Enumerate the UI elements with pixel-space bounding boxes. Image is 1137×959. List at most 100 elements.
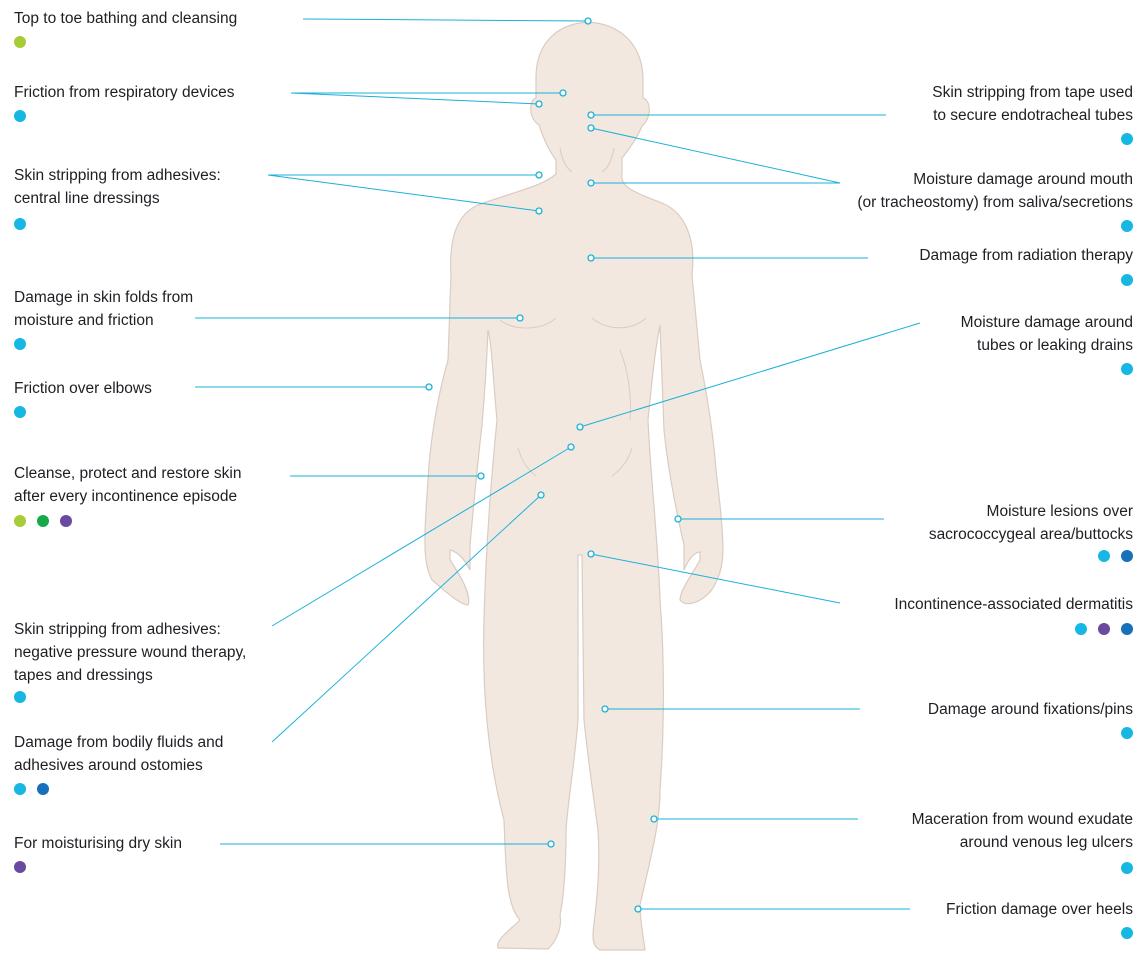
- body-point-marker: [536, 172, 542, 178]
- leader-line: [591, 128, 840, 183]
- callout-skin-folds: Damage in skin folds from moisture and f…: [14, 286, 193, 332]
- callout-ostomies-dots: [14, 783, 49, 795]
- product-dot-cyan: [1121, 220, 1133, 232]
- product-dot-cyan: [1098, 550, 1110, 562]
- callout-iad: Incontinence-associated dermatitis: [894, 593, 1133, 616]
- body-point-marker: [426, 384, 432, 390]
- callout-text-line: Cleanse, protect and restore skin: [14, 462, 241, 485]
- body-point-marker: [588, 125, 594, 131]
- callout-heels: Friction damage over heels: [946, 898, 1133, 921]
- callout-sacrococcygeal-dots: [1098, 550, 1133, 562]
- callout-text-line: Friction damage over heels: [946, 898, 1133, 921]
- callout-radiation: Damage from radiation therapy: [919, 244, 1133, 267]
- callout-drains-dots: [1121, 363, 1133, 375]
- callout-central-line-dots: [14, 218, 26, 230]
- callout-ostomies: Damage from bodily fluids and adhesives …: [14, 731, 223, 777]
- callout-incontinence-episode: Cleanse, protect and restore skin after …: [14, 462, 241, 508]
- callout-text-line: Moisture damage around: [961, 311, 1133, 334]
- callout-text-line: adhesives around ostomies: [14, 754, 223, 777]
- callout-endotracheal-dots: [1121, 133, 1133, 145]
- body-point-marker: [538, 492, 544, 498]
- product-dot-cyan: [1075, 623, 1087, 635]
- callout-respiratory-dots: [14, 110, 26, 122]
- callout-respiratory: Friction from respiratory devices: [14, 81, 235, 104]
- callout-text-line: moisture and friction: [14, 309, 193, 332]
- callout-skin-folds-dots: [14, 338, 26, 350]
- body-point-marker: [517, 315, 523, 321]
- product-dot-cyan: [14, 691, 26, 703]
- body-point-marker: [588, 112, 594, 118]
- callout-bathing: Top to toe bathing and cleansing: [14, 7, 237, 30]
- body-point-marker: [536, 101, 542, 107]
- body-point-marker: [568, 444, 574, 450]
- callout-text-line: negative pressure wound therapy,: [14, 641, 246, 664]
- callout-dry-skin: For moisturising dry skin: [14, 832, 182, 855]
- callout-endotracheal: Skin stripping from tape used to secure …: [932, 81, 1133, 127]
- product-dot-purple: [60, 515, 72, 527]
- callout-sacrococcygeal: Moisture lesions over sacrococcygeal are…: [929, 500, 1133, 546]
- callout-maceration: Maceration from wound exudate around ven…: [912, 808, 1133, 854]
- body-point-marker: [588, 180, 594, 186]
- product-dot-blue: [37, 783, 49, 795]
- product-dot-green-lime: [14, 515, 26, 527]
- product-dot-purple: [14, 861, 26, 873]
- callout-text-line: tapes and dressings: [14, 664, 246, 687]
- callout-iad-dots: [1075, 623, 1133, 635]
- callout-text-line: Maceration from wound exudate: [912, 808, 1133, 831]
- callout-incontinence-episode-dots: [14, 515, 72, 527]
- product-dot-blue: [1121, 550, 1133, 562]
- callout-text-line: central line dressings: [14, 187, 221, 210]
- callout-dry-skin-dots: [14, 861, 26, 873]
- callout-text-line: For moisturising dry skin: [14, 832, 182, 855]
- body-silhouette: [425, 22, 723, 950]
- callout-elbows: Friction over elbows: [14, 377, 152, 400]
- product-dot-cyan: [1121, 862, 1133, 874]
- product-dot-cyan: [1121, 133, 1133, 145]
- callout-radiation-dots: [1121, 274, 1133, 286]
- callout-text-line: Damage in skin folds from: [14, 286, 193, 309]
- callout-npwt-dots: [14, 691, 26, 703]
- callout-maceration-dots: [1121, 862, 1133, 874]
- body-point-marker: [588, 551, 594, 557]
- callout-text-line: after every incontinence episode: [14, 485, 241, 508]
- callout-text-line: Skin stripping from adhesives:: [14, 164, 221, 187]
- body-point-marker: [585, 18, 591, 24]
- callout-text-line: Moisture damage around mouth: [857, 168, 1133, 191]
- product-dot-purple: [1098, 623, 1110, 635]
- product-dot-blue: [1121, 623, 1133, 635]
- product-dot-cyan: [14, 110, 26, 122]
- callout-text-line: tubes or leaking drains: [961, 334, 1133, 357]
- callout-text-line: Damage around fixations/pins: [928, 698, 1133, 721]
- callout-text-line: Friction from respiratory devices: [14, 81, 235, 104]
- body-point-marker: [602, 706, 608, 712]
- body-point-marker: [635, 906, 641, 912]
- callout-text-line: Damage from bodily fluids and: [14, 731, 223, 754]
- leader-line: [291, 93, 539, 104]
- callout-mouth-moisture-dots: [1121, 220, 1133, 232]
- callout-text-line: to secure endotracheal tubes: [932, 104, 1133, 127]
- callout-mouth-moisture: Moisture damage around mouth (or tracheo…: [857, 168, 1133, 214]
- body-point-marker: [560, 90, 566, 96]
- callout-text-line: Moisture lesions over: [929, 500, 1133, 523]
- callout-text-line: around venous leg ulcers: [912, 831, 1133, 854]
- product-dot-cyan: [1121, 727, 1133, 739]
- callout-text-line: Skin stripping from adhesives:: [14, 618, 246, 641]
- product-dot-cyan: [14, 783, 26, 795]
- product-dot-cyan: [14, 218, 26, 230]
- body-point-marker: [675, 516, 681, 522]
- callout-text-line: (or tracheostomy) from saliva/secretions: [857, 191, 1133, 214]
- product-dot-cyan: [1121, 363, 1133, 375]
- body-point-marker: [536, 208, 542, 214]
- callout-text-line: sacrococcygeal area/buttocks: [929, 523, 1133, 546]
- body-point-marker: [577, 424, 583, 430]
- callout-elbows-dots: [14, 406, 26, 418]
- callout-text-line: Incontinence-associated dermatitis: [894, 593, 1133, 616]
- product-dot-cyan: [14, 406, 26, 418]
- product-dot-green-lime: [14, 36, 26, 48]
- product-dot-cyan: [14, 338, 26, 350]
- leader-line: [268, 175, 539, 211]
- product-dot-cyan: [1121, 927, 1133, 939]
- product-dot-cyan: [1121, 274, 1133, 286]
- callout-bathing-dots: [14, 36, 26, 48]
- callout-heels-dots: [1121, 927, 1133, 939]
